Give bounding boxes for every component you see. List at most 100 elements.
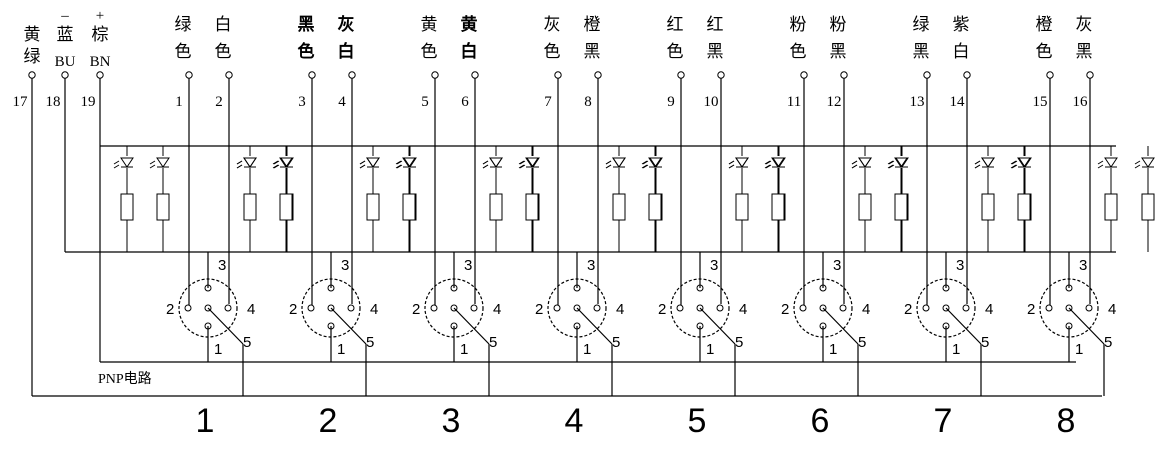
signal-terminal-dot (923, 71, 931, 79)
pin5-wire (453, 307, 490, 345)
led-diode-icon (402, 157, 416, 168)
signal-color-label: 黑 (298, 15, 315, 35)
led-diode-icon (735, 157, 749, 168)
signal-terminal-dot (800, 71, 808, 79)
connector-pin-label: 2 (289, 301, 297, 318)
connector-pin-2 (184, 304, 192, 312)
resistor (858, 193, 872, 221)
connector-pin-label: 1 (952, 341, 960, 358)
signal-color-label: 黑 (830, 42, 847, 62)
resistor (243, 193, 257, 221)
connector-pin-label: 4 (739, 301, 747, 318)
led-diode-icon (156, 157, 170, 168)
wire-color-label: 黄 (24, 25, 41, 45)
signal-terminal-number: 14 (950, 94, 966, 110)
connector-pin-label: 4 (247, 301, 255, 318)
led-diode-icon (894, 157, 908, 168)
connector-pin-label: 4 (862, 301, 870, 318)
led-diode-icon (981, 157, 995, 168)
signal-color-label: 色 (175, 42, 192, 62)
signal-color-label: 粉 (830, 15, 847, 35)
connector-pin-4 (347, 304, 355, 312)
pin5-wire (207, 307, 244, 345)
signal-color-label: 色 (667, 42, 684, 62)
wire-code-label: BN (90, 54, 111, 70)
resistor (612, 193, 626, 221)
connector-pin-label: 1 (706, 341, 714, 358)
connector-pin-label: 3 (464, 257, 472, 274)
led-light-arrows (974, 160, 981, 169)
signal-terminal-dot (471, 71, 479, 79)
terminal-dot (96, 71, 104, 79)
led-light-arrows (482, 160, 489, 169)
signal-terminal-number: 2 (215, 94, 223, 110)
pin5-wire (945, 307, 982, 345)
pin5-wire (822, 307, 859, 345)
signal-color-label: 黄 (461, 14, 478, 35)
led-diode-icon (1141, 157, 1155, 168)
resistor (771, 193, 785, 221)
connector-pin-label: 1 (583, 341, 591, 358)
signal-terminal-number: 13 (910, 94, 925, 110)
channel-number: 2 (319, 402, 338, 440)
signal-terminal-number: 1 (175, 94, 183, 110)
led-light-arrows (728, 160, 735, 169)
connector-pin-label: 3 (587, 257, 595, 274)
signal-terminal-dot (308, 71, 316, 79)
connector-pin-label: 1 (1075, 341, 1083, 358)
terminal-number: 17 (13, 94, 29, 110)
wire-code-label: 绿 (24, 47, 41, 67)
led-light-arrows (518, 160, 525, 169)
connector-pin-4 (962, 304, 970, 312)
signal-terminal-dot (348, 71, 356, 79)
connector-pin-2 (676, 304, 684, 312)
led-light-arrows (149, 160, 156, 169)
channel-number: 1 (196, 402, 215, 440)
signal-color-label: 绿 (913, 15, 930, 35)
led-light-arrows (395, 160, 402, 169)
connector-pin-label: 2 (1027, 301, 1035, 318)
connector-pin-label: 3 (341, 257, 349, 274)
wire-code-label: BU (55, 54, 76, 70)
signal-terminal-dot (185, 71, 193, 79)
signal-terminal-number: 16 (1073, 94, 1089, 110)
signal-terminal-number: 5 (421, 94, 429, 110)
signal-terminal-number: 8 (584, 94, 592, 110)
terminal-number: 19 (81, 94, 96, 110)
channel-number: 6 (811, 402, 830, 440)
signal-terminal-dot (431, 71, 439, 79)
led-diode-icon (366, 157, 380, 168)
signal-terminal-dot (1046, 71, 1054, 79)
signal-terminal-number: 10 (704, 94, 719, 110)
led-light-arrows (272, 160, 279, 169)
connector-pin-label: 3 (833, 257, 841, 274)
led-diode-icon (1017, 157, 1031, 168)
pin5-wire (330, 307, 367, 345)
connector-pin-4 (470, 304, 478, 312)
signal-color-label: 橙 (1036, 15, 1053, 35)
connector-pin-label: 5 (735, 334, 743, 351)
led-light-arrows (1010, 160, 1017, 169)
connector-pin-label: 1 (829, 341, 837, 358)
circuit-label: PNP电路 (98, 371, 152, 387)
led-light-arrows (236, 160, 243, 169)
led-diode-icon (771, 157, 785, 168)
resistor (120, 193, 134, 221)
connector-pin-label: 5 (981, 334, 989, 351)
led-diode-icon (120, 157, 134, 168)
resistor (1141, 193, 1155, 221)
signal-terminal-number: 9 (667, 94, 675, 110)
signal-color-label: 黑 (1076, 42, 1093, 62)
led-light-arrows (764, 160, 771, 169)
signal-color-label: 灰 (338, 14, 355, 35)
connector-pin-4 (224, 304, 232, 312)
signal-terminal-dot (554, 71, 562, 79)
connector-pin-label: 1 (214, 341, 222, 358)
connector-pin-label: 5 (1104, 334, 1112, 351)
signal-terminal-dot (225, 71, 233, 79)
led-light-arrows (113, 160, 120, 169)
